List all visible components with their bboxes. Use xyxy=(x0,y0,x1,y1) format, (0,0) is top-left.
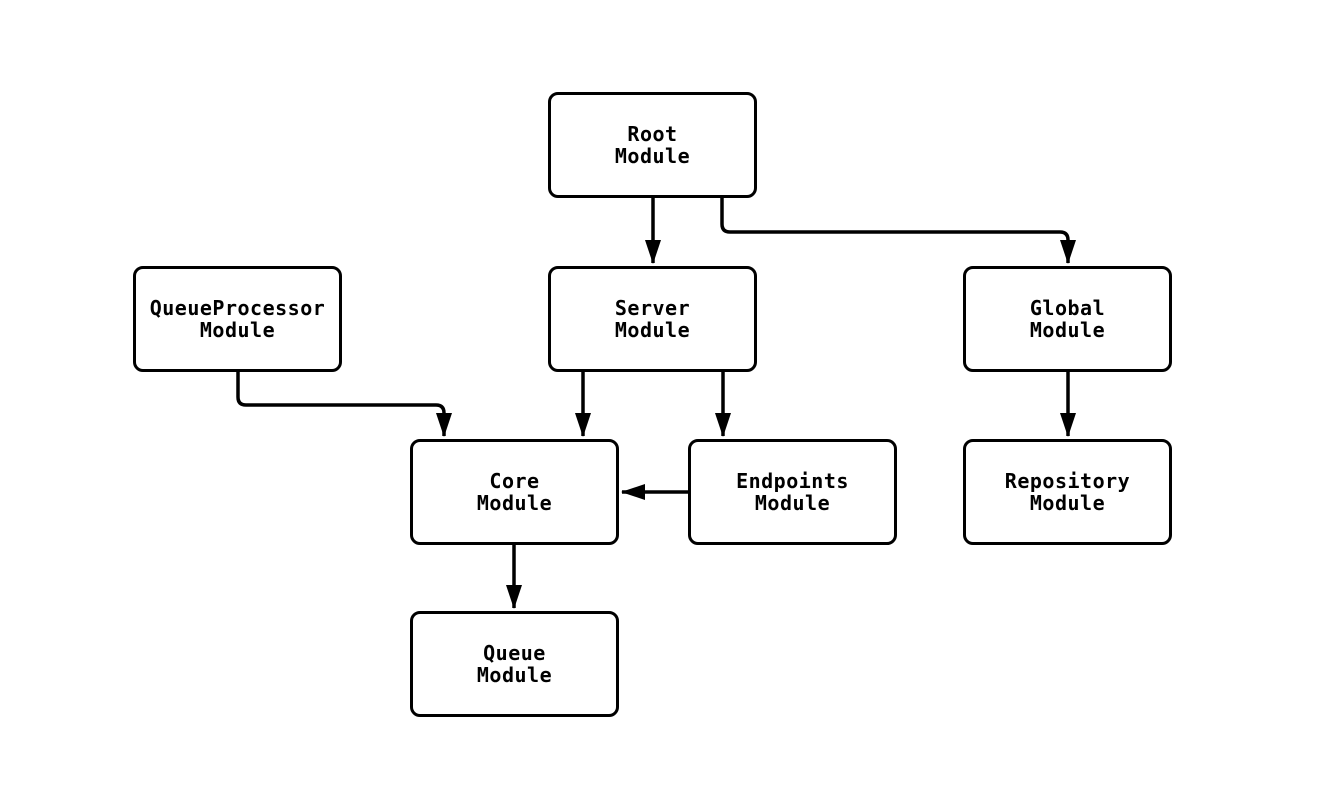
node-label-line2: Module xyxy=(614,144,691,168)
node-queueprocessor-module: QueueProcessor Module xyxy=(133,266,342,372)
node-label-line2: Module xyxy=(754,491,831,515)
edge-queueprocessor-to-core xyxy=(236,372,452,437)
node-label-line1: Core xyxy=(489,469,540,493)
node-label-line1: Repository xyxy=(1004,469,1131,493)
node-label-line1: QueueProcessor xyxy=(149,296,326,320)
node-label-line2: Module xyxy=(476,491,553,515)
edge-root-to-global xyxy=(720,198,1076,264)
node-root-module: Root Module xyxy=(548,92,757,198)
node-repository-module: Repository Module xyxy=(963,439,1172,545)
node-label-line1: Server xyxy=(614,296,691,320)
node-queue-module: Queue Module xyxy=(410,611,619,717)
node-label-line2: Module xyxy=(1029,491,1106,515)
node-server-module: Server Module xyxy=(548,266,757,372)
node-global-module: Global Module xyxy=(963,266,1172,372)
node-label-line1: Root xyxy=(627,122,678,146)
node-core-module: Core Module xyxy=(410,439,619,545)
node-endpoints-module: Endpoints Module xyxy=(688,439,897,545)
node-label-line2: Module xyxy=(476,663,553,687)
node-label-line2: Module xyxy=(1029,318,1106,342)
node-label-line1: Queue xyxy=(483,641,546,665)
node-label-line2: Module xyxy=(199,318,276,342)
node-label-line2: Module xyxy=(614,318,691,342)
node-label-line1: Endpoints xyxy=(736,469,849,493)
node-label-line1: Global xyxy=(1029,296,1106,320)
